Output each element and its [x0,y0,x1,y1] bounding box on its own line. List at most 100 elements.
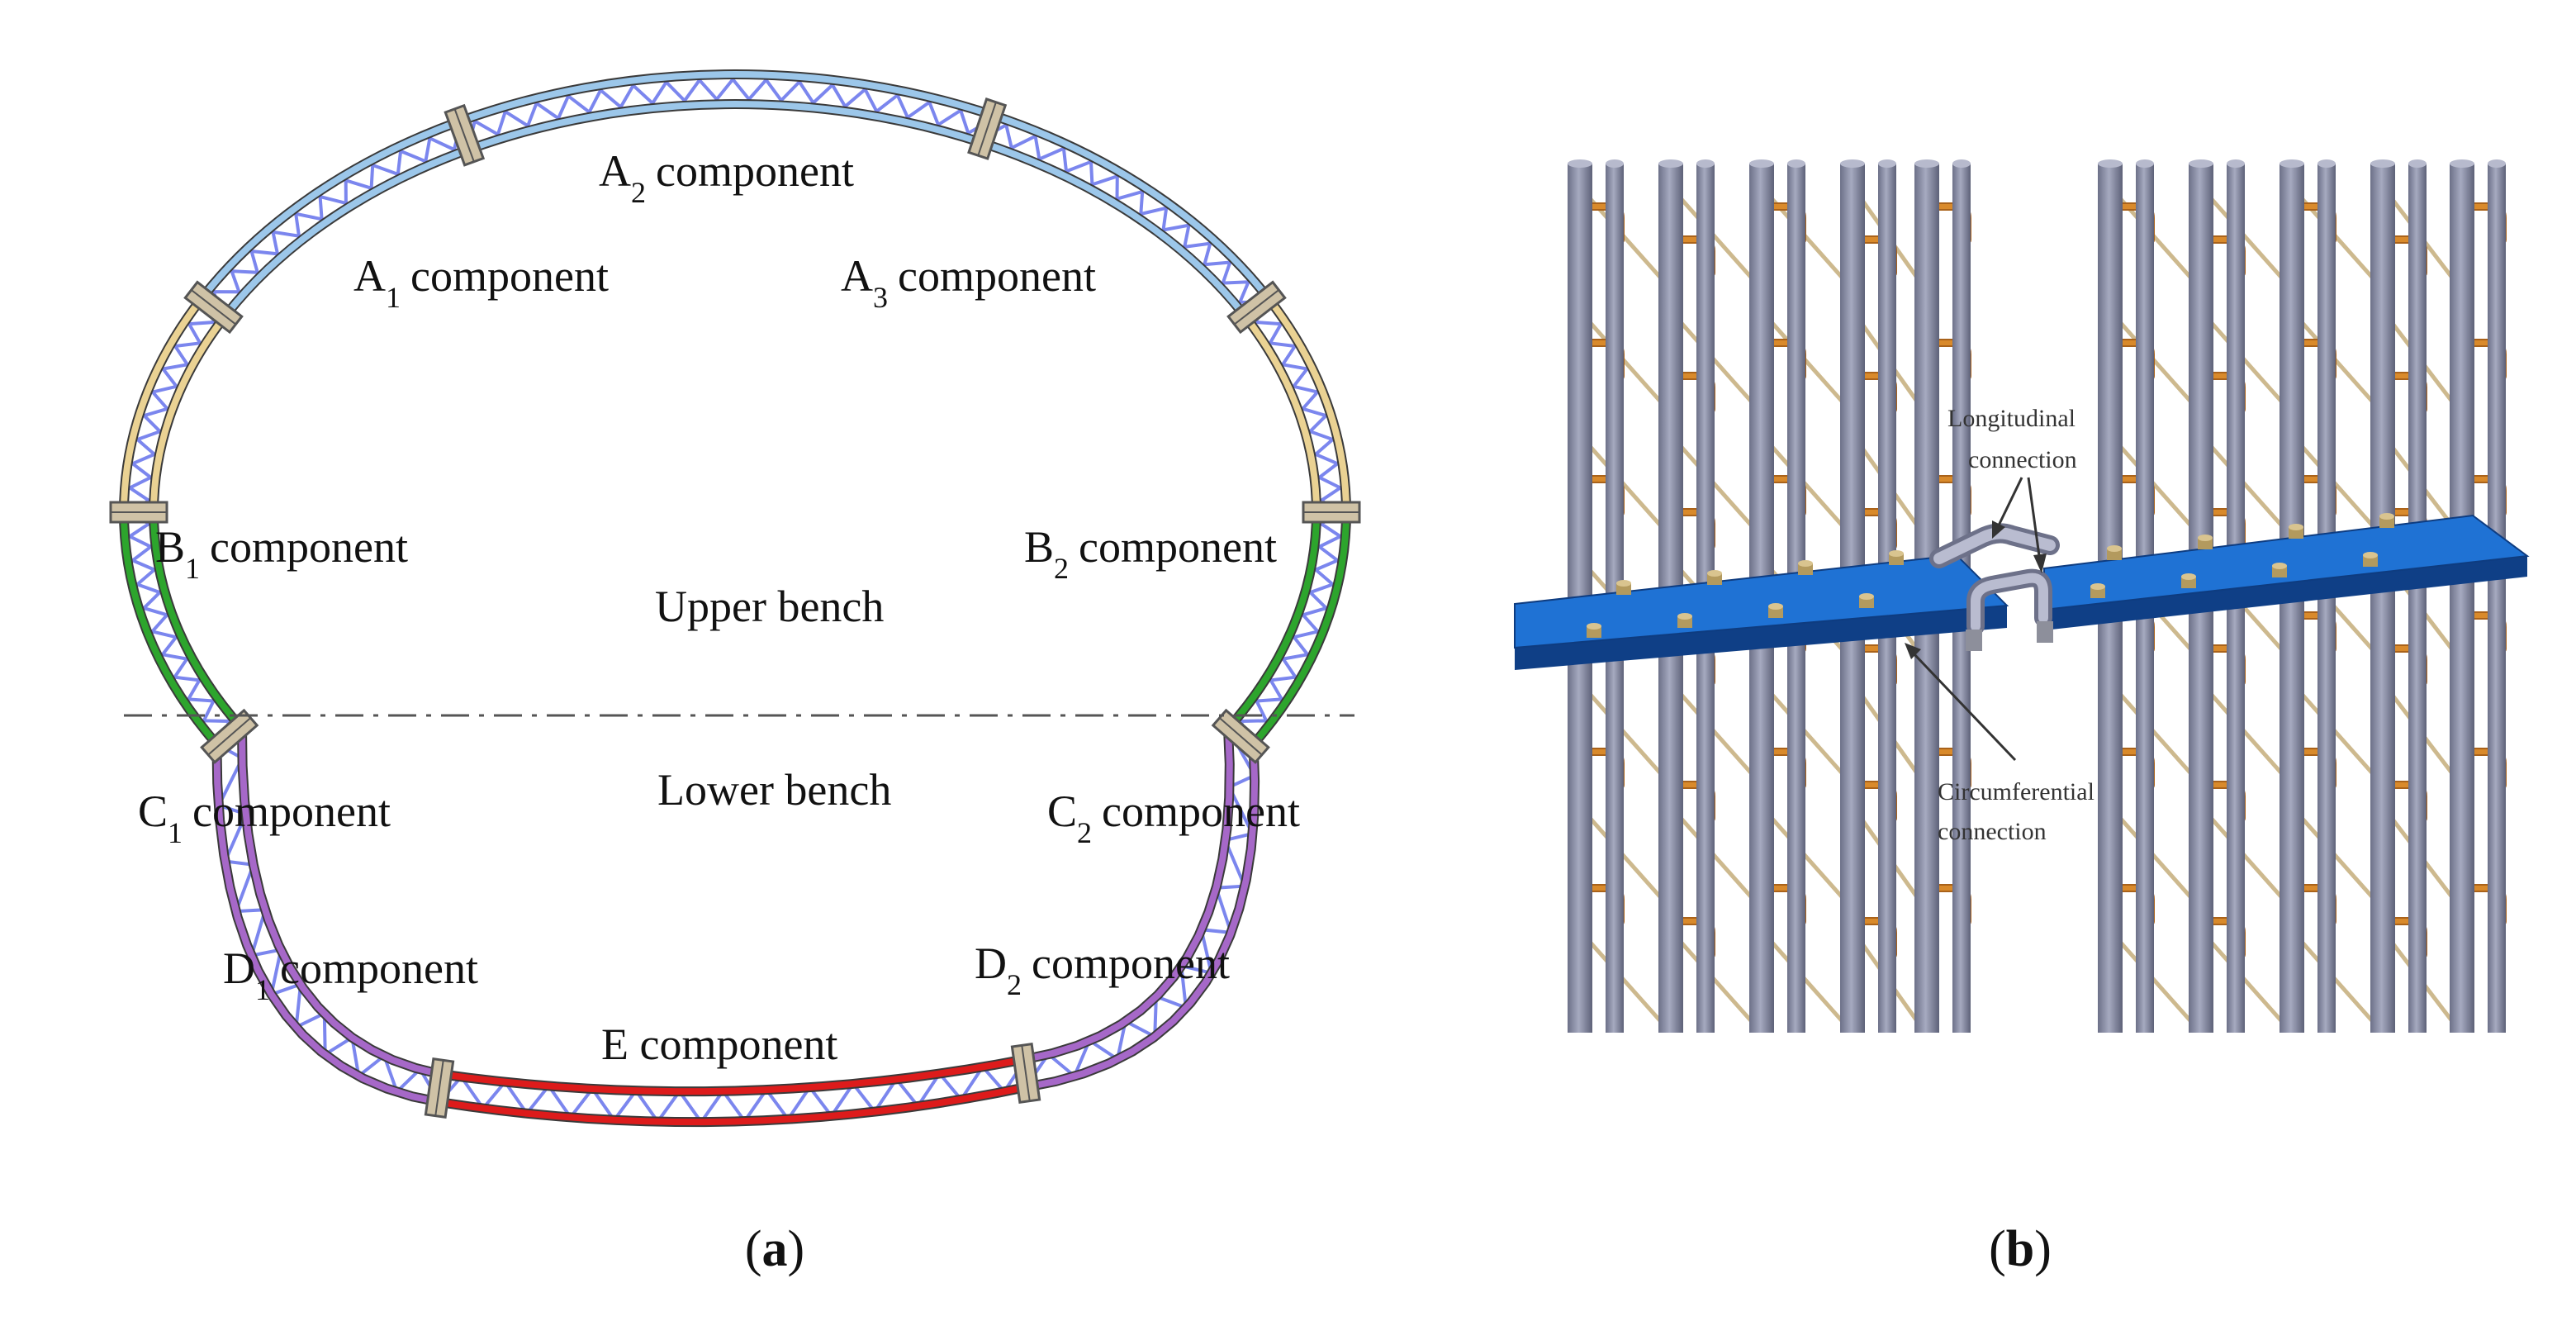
joint-a1-b1 [183,280,244,335]
bar-end [1787,159,1805,168]
bar-end [2450,159,2474,168]
joint-e-d2 [1010,1042,1041,1105]
vertical-bar-right-5 [2450,159,2474,1033]
longitudinal-connector [1929,523,2060,651]
joint-c1-d1 [200,708,259,764]
bolt-top [1587,623,1601,630]
outer-flange-edge [119,297,205,513]
bolt-right-7 [2272,563,2287,577]
bar-end [1840,159,1865,168]
inner-flange-edge [237,728,441,1079]
truss-a1 [211,126,462,313]
outer-flange [992,112,1273,302]
inner-flange [980,139,1246,316]
bolt-nut [1616,583,1631,595]
longitudinal-arrow-2 [2027,477,2042,563]
bolt-nut [1859,596,1874,608]
inner-flange [1226,511,1320,731]
outer-flange [439,1084,1027,1126]
truss-e [438,1057,1027,1125]
outer-flange-edge [1265,297,1351,513]
bar-end [1568,159,1592,168]
vertical-bar-right-5b [2488,159,2506,1033]
longitudinal-arrowhead-1 [1992,520,2005,539]
longitudinal-arrowhead-2 [2033,554,2047,573]
bolt-right-6 [2181,573,2196,588]
outer-flange [121,297,203,513]
bolt-right-8 [2363,552,2378,567]
segment-d2 [1024,727,1260,1092]
bolt-left-4 [1889,550,1904,565]
bolt-top [2289,524,2303,530]
segment-a2 [455,69,995,154]
bolt-top [2181,573,2196,580]
bolt-left-5 [1587,623,1601,638]
bar-end [1749,159,1774,168]
label-lower-bench: Lower bench [657,765,891,815]
inner-flange [439,1056,1027,1095]
joint-c2-d2 [1211,708,1270,764]
segment-a3 [979,110,1274,318]
label-e: E component [601,1019,837,1069]
bolt-nut [2272,566,2287,577]
bolt-nut [1889,554,1904,565]
bar-end [1658,159,1683,168]
joint-seam [191,289,237,325]
bolt-nut [2289,527,2303,539]
segment-e [438,1054,1027,1128]
bolt-top [1768,603,1783,610]
bar-body [2450,164,2474,1033]
truss-a3 [982,122,1266,304]
bar-end [2279,159,2304,168]
segment-a1 [197,117,473,318]
truss-a2 [467,76,993,145]
bar-body [2370,164,2395,1033]
bolt-nut [2090,587,2105,598]
bar-end [1914,159,1939,168]
bar-end [2408,159,2427,168]
bar-end [2189,159,2213,168]
vertical-bar-right-4b [2408,159,2427,1033]
segment-d1 [211,728,441,1107]
outer-flange [213,744,440,1105]
plate-bolts [1587,513,2394,638]
bolt-left-1 [1616,580,1631,595]
bolt-nut [2107,549,2122,560]
bolt-nut [2379,516,2394,528]
joint-seam [453,108,475,163]
circumferential-annotation: Circumferential connection [1905,643,2094,845]
segment-b1 [119,297,230,514]
bolt-right-5 [2090,583,2105,598]
joint-a2-a3 [967,97,1008,160]
bolt-top [2107,545,2122,552]
bar-end [1606,159,1624,168]
bar-end [1696,159,1715,168]
lining-ring [119,69,1351,1128]
inner-flange [150,312,230,513]
bar-end [2227,159,2245,168]
joint-seam [977,102,997,156]
longitudinal-annotation: Longitudinal connection [1947,405,2077,573]
inner-flange [1025,728,1233,1062]
bar-end [2098,159,2123,168]
bar-end [1878,159,1896,168]
bolt-top [2090,583,2105,590]
bar-end [2136,159,2154,168]
bar-body [2488,164,2506,1033]
bolt-top [1707,570,1722,577]
bolt-left-6 [1677,613,1692,628]
inner-flange [470,101,982,152]
longitudinal-label-line1: Longitudinal [1947,405,2076,432]
bolt-top [1859,593,1874,600]
joint-seam [1219,717,1263,756]
bolt-left-3 [1798,560,1813,575]
bolt-right-1 [2107,545,2122,560]
outer-flange [1267,297,1350,513]
bolt-nut [1768,606,1783,618]
